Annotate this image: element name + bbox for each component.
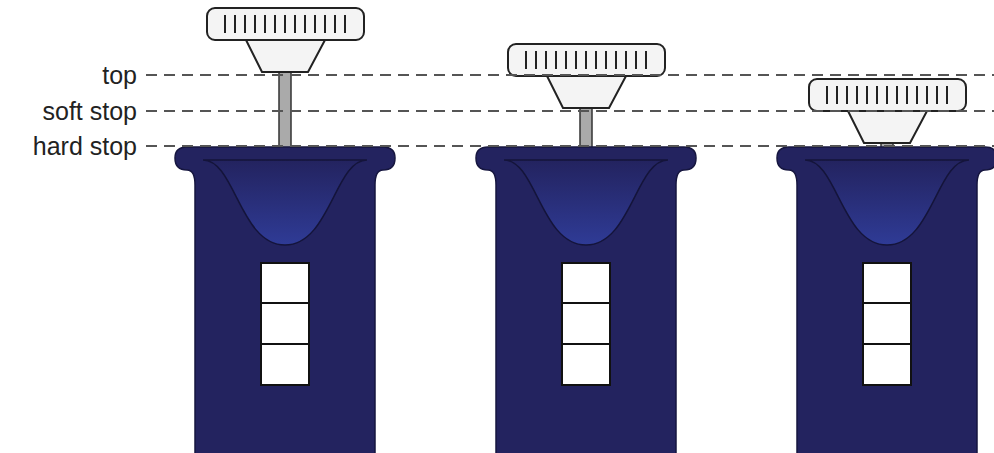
level-label: top (100, 61, 139, 89)
level-label: hard stop (31, 132, 139, 160)
pipette (476, 44, 696, 453)
level-lines (146, 75, 994, 146)
pipette (777, 79, 994, 453)
level-label: soft stop (41, 97, 140, 125)
